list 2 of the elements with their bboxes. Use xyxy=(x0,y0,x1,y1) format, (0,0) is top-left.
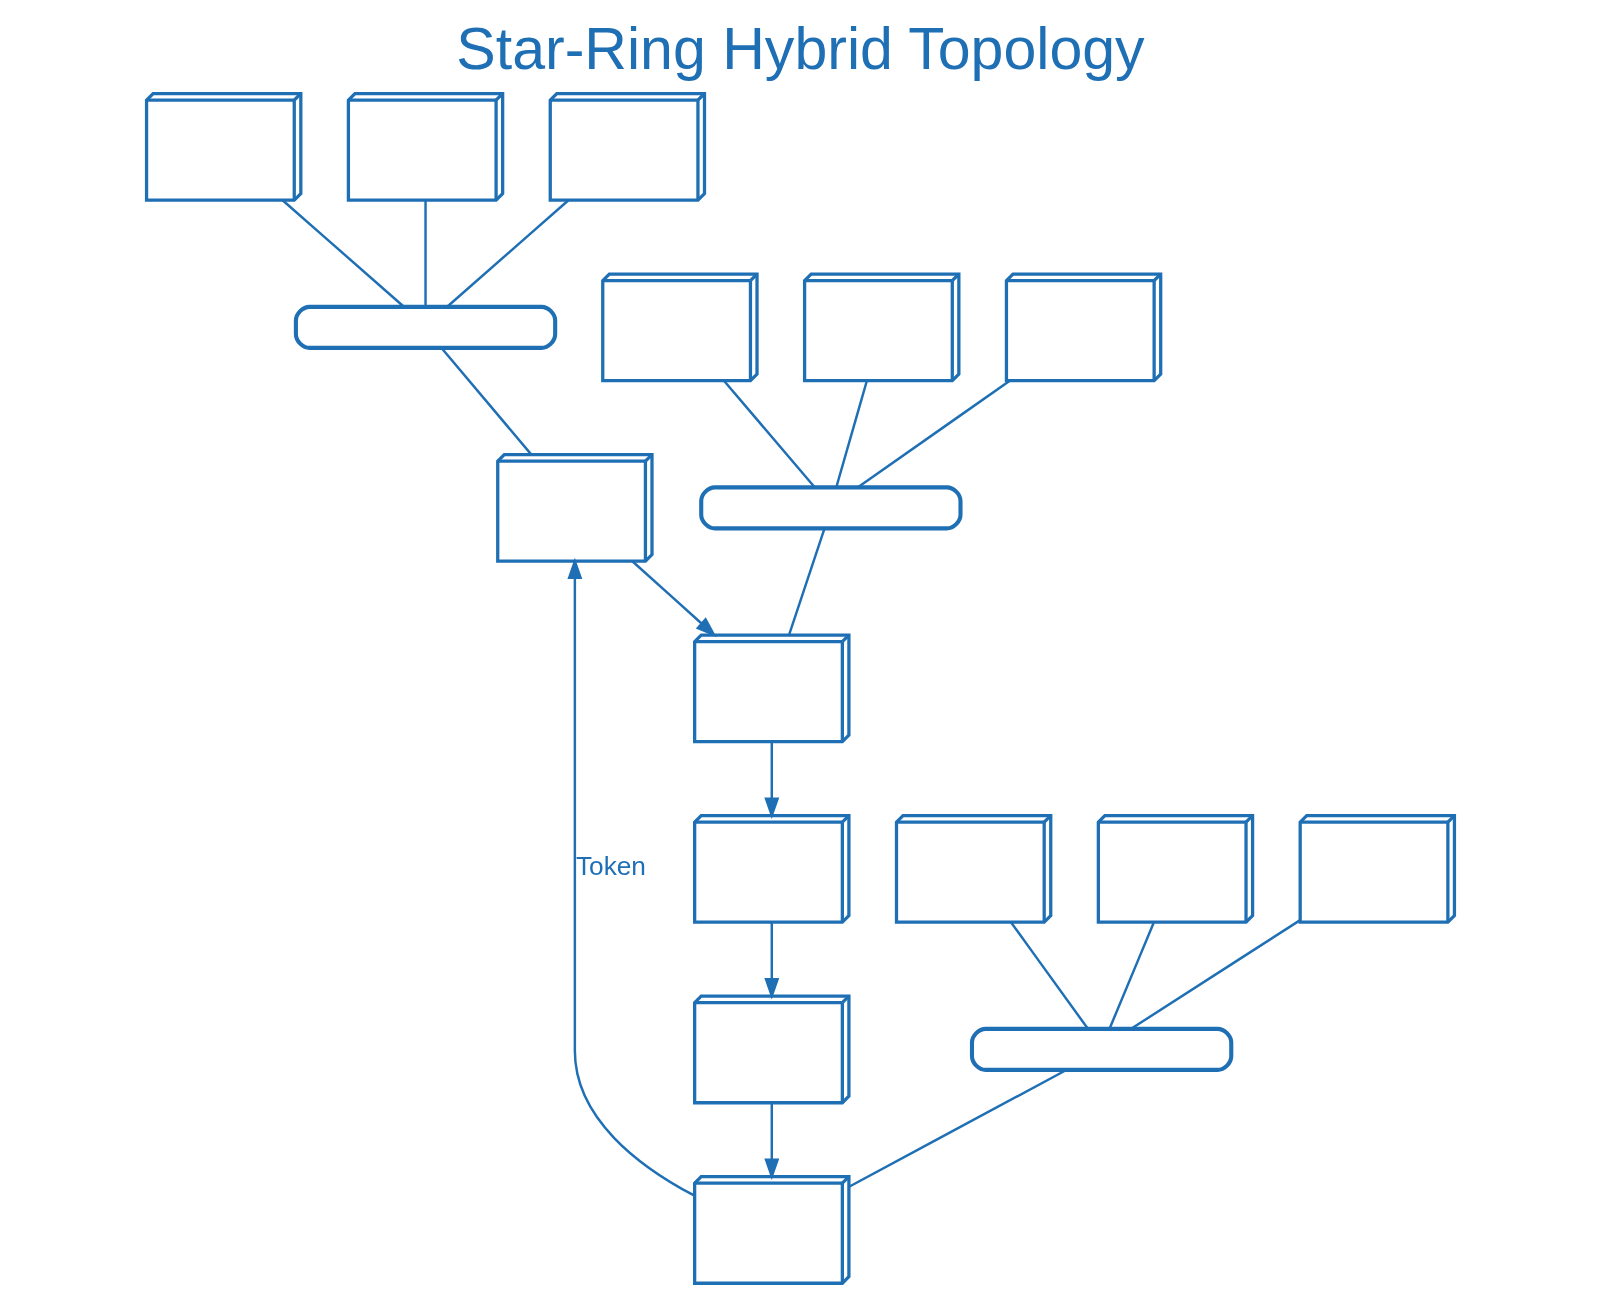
edge-label: Token xyxy=(575,851,646,882)
diagram-title: Star-Ring Hybrid Topology xyxy=(455,15,1145,82)
